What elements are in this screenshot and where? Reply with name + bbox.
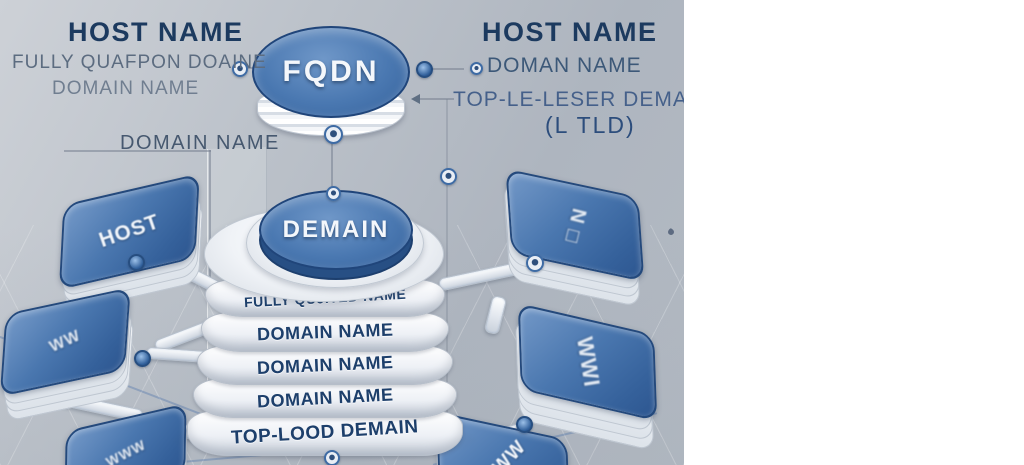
connector-line-fqdn-drop (331, 138, 333, 188)
stack-band-label: DOMAIN NAME (256, 319, 394, 344)
host-box-label: HOST (95, 210, 163, 253)
label-domain-name-right: DOMAN NAME (487, 54, 642, 77)
connector-dot (128, 254, 145, 271)
connector-line-tld (420, 98, 454, 100)
connector-line-fqdn-right (430, 68, 464, 70)
connector-dot (324, 125, 343, 144)
right-mid-box-label: WWI (571, 335, 605, 390)
label-top-level-domain: TOP-LE-LESER DEMAIN (453, 88, 684, 111)
bottom-left-box-label: WWW (102, 436, 149, 465)
right-box-label: N □ (560, 205, 591, 246)
stack-band-label: TOP-LOOD DEMAIN (230, 416, 420, 449)
fqdn-disk: FQDN (252, 26, 410, 118)
domain-disk: DEMAIN (259, 190, 413, 270)
connector-dot (516, 416, 533, 433)
stack-band-domain-1: DOMAIN NAME (201, 312, 449, 352)
left-box-label: WW (46, 327, 84, 356)
connector-dot (470, 62, 483, 75)
connector-line-vertical-right (446, 99, 448, 419)
label-host-name-left: HOST NAME (68, 17, 244, 47)
connector-dot (324, 450, 340, 465)
label-host-name-right: HOST NAME (482, 17, 658, 47)
label-tld-abbrev: (L TLD) (545, 112, 636, 138)
fqdn-disk-label: FQDN (282, 55, 380, 88)
bottom-center-box-label: WWW (475, 436, 530, 465)
blank-white-panel (684, 0, 1024, 465)
stack-band-label: DOMAIN NAME (256, 383, 394, 412)
domain-disk-label: DEMAIN (282, 216, 390, 243)
connector-dot (440, 168, 457, 185)
connector-line-underline (64, 150, 211, 152)
stack-band-label: DOMAIN NAME (256, 351, 394, 378)
label-domain-name-mid: DOMAIN NAME (120, 132, 280, 154)
label-fully-qualified-left: FULLY QUAFPON DOAINE (12, 52, 267, 73)
diagram-area: HOST WW WWW N □ (0, 0, 684, 465)
connector-dot (232, 61, 248, 77)
connector-line-vertical-left (209, 150, 211, 284)
arrow-left-icon (411, 94, 420, 104)
connector-dot (326, 186, 341, 201)
connector-dot (134, 350, 151, 367)
connector-dot (526, 254, 544, 272)
connector-dot (416, 61, 433, 78)
label-domain-name-left: DOMAIN NAME (52, 78, 200, 99)
